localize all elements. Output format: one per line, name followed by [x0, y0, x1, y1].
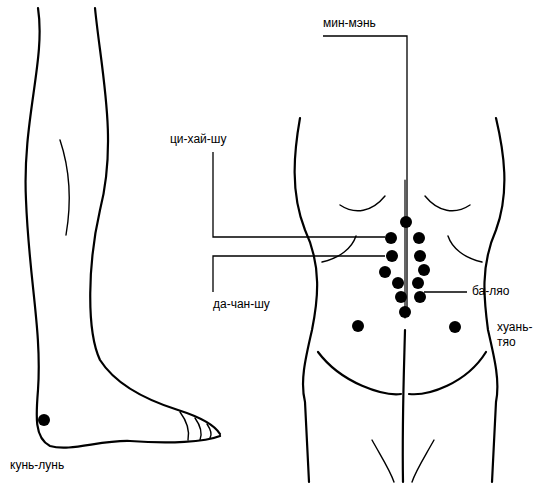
leg-outline: [90, 8, 220, 434]
point-dot: [412, 277, 424, 289]
point-dot: [392, 277, 404, 289]
point-dot: [418, 264, 430, 276]
point-label: ци-хай-шу: [170, 132, 226, 147]
point-dot: [414, 291, 426, 303]
point-dot: [379, 266, 391, 278]
leader-line: [424, 291, 467, 292]
point-label: мин-мэнь: [323, 16, 376, 31]
point-dot: [400, 216, 412, 228]
thigh-line: [372, 440, 434, 482]
calf-line: [60, 140, 69, 235]
torso-outline: [484, 118, 504, 482]
leader-line: [213, 256, 385, 292]
point-dot: [399, 306, 411, 318]
point-dot: [449, 321, 461, 333]
point-dot: [395, 291, 407, 303]
point-dot: [352, 320, 364, 332]
point-dot: [414, 250, 426, 262]
waist-line: [322, 236, 482, 262]
leader-line: [323, 36, 407, 316]
point-label: да-чан-шу: [213, 297, 270, 312]
point-label: хуань-тяо: [497, 320, 539, 350]
toe-line: [180, 412, 211, 440]
leg-outline: [26, 8, 220, 448]
torso-outline: [295, 118, 318, 482]
buttock-line: [318, 352, 486, 394]
point-label: ба-ляо: [472, 284, 509, 299]
point-dot: [38, 414, 50, 426]
point-label: кунь-лунь: [10, 458, 64, 473]
point-dot: [413, 232, 425, 244]
gluteal-cleft: [403, 330, 405, 482]
leader-line: [213, 152, 385, 237]
point-dot: [386, 250, 398, 262]
point-dot: [385, 232, 397, 244]
